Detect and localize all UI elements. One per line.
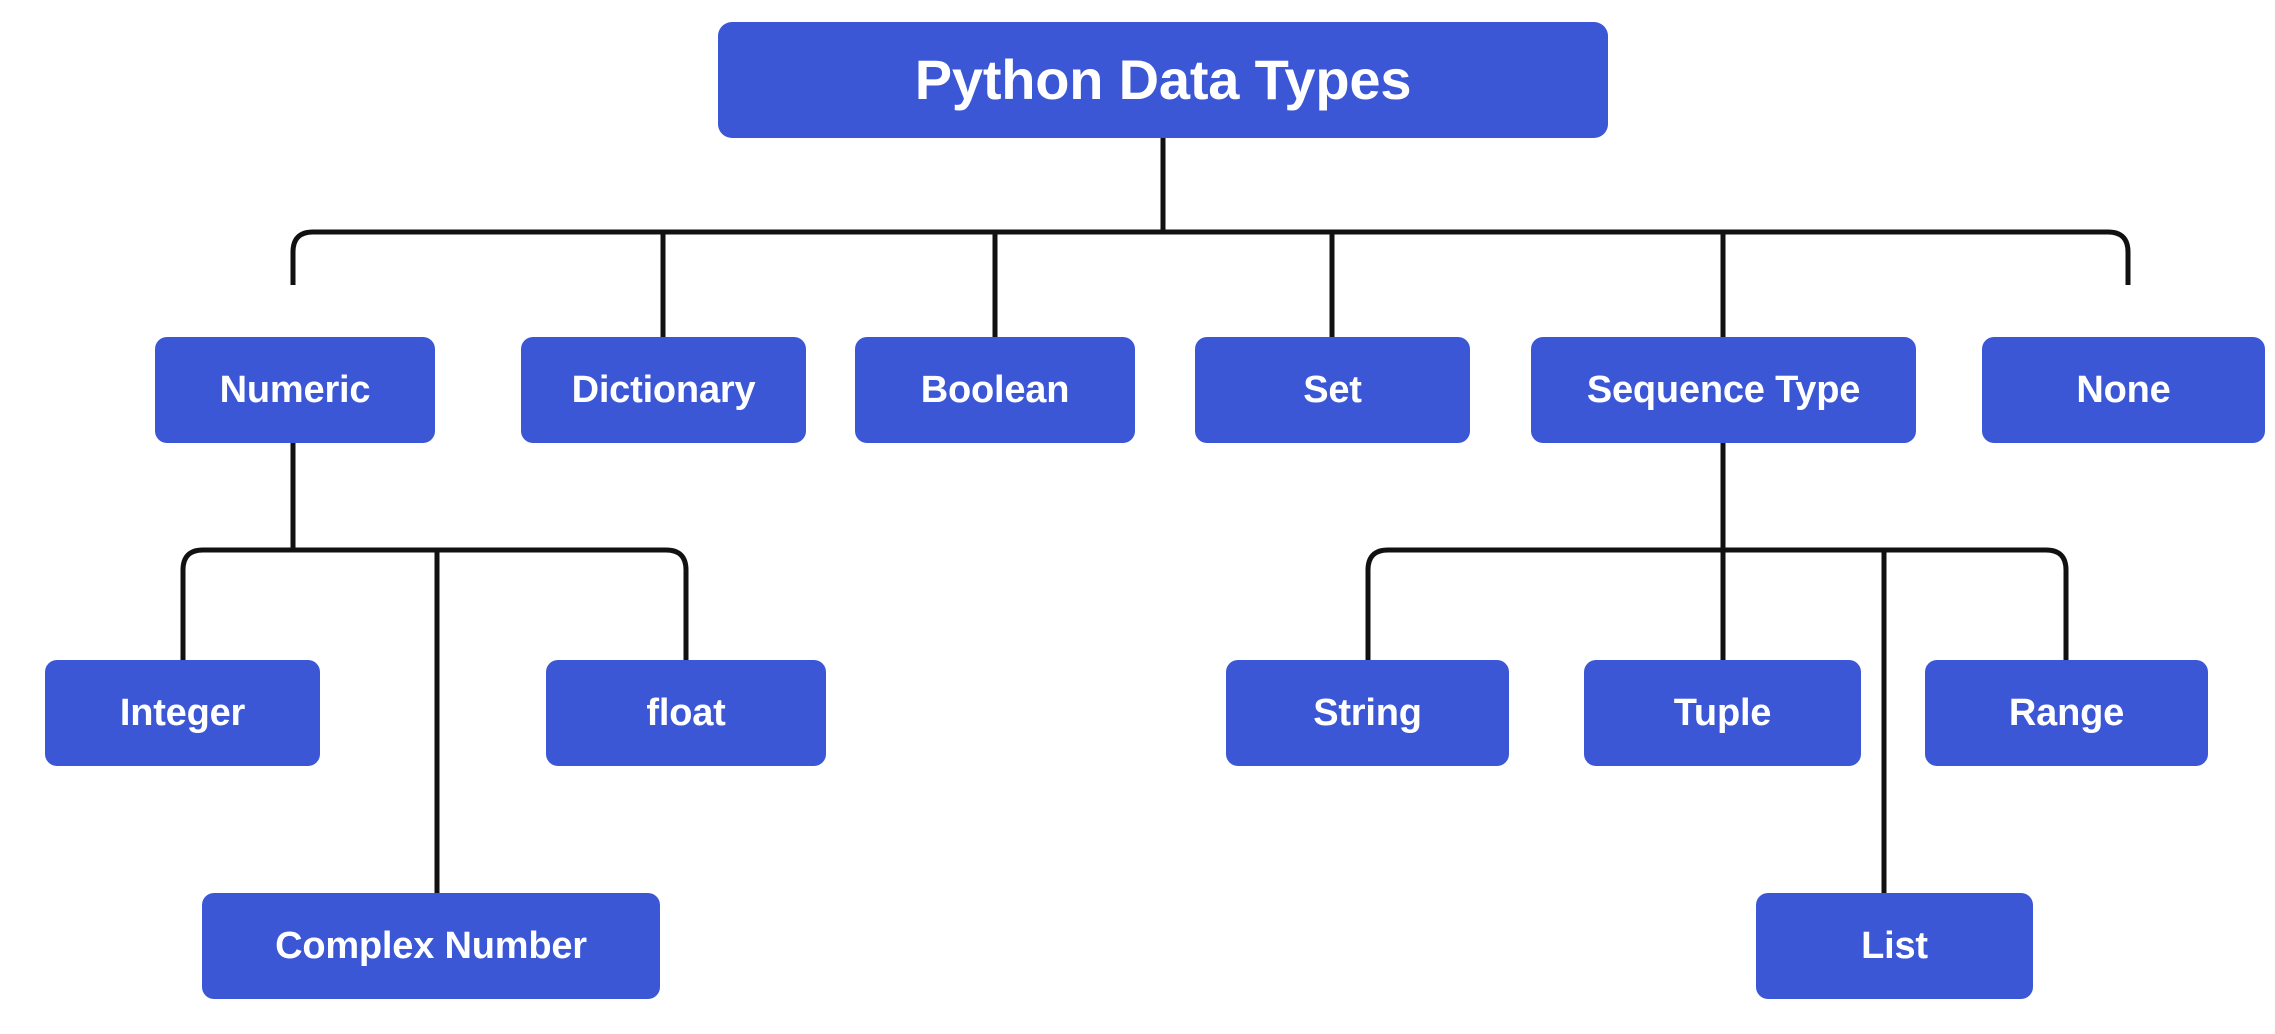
node-integer[interactable]: Integer bbox=[45, 660, 320, 766]
node-label: List bbox=[1861, 925, 1928, 967]
node-label: None bbox=[2076, 369, 2171, 411]
node-label: float bbox=[646, 692, 726, 734]
node-label: Complex Number bbox=[275, 925, 587, 967]
node-label: Dictionary bbox=[571, 369, 756, 411]
node-string[interactable]: String bbox=[1226, 660, 1509, 766]
node-label: Sequence Type bbox=[1586, 369, 1861, 411]
node-none[interactable]: None bbox=[1982, 337, 2265, 443]
edge-numeric-bus bbox=[180, 547, 689, 660]
edge-level1-bus bbox=[290, 229, 2131, 285]
node-complex-number[interactable]: Complex Number bbox=[202, 893, 660, 999]
node-python-data-types[interactable]: Python Data Types bbox=[718, 22, 1608, 138]
node-label: Tuple bbox=[1673, 692, 1772, 734]
node-list[interactable]: List bbox=[1756, 893, 2033, 999]
node-label: Boolean bbox=[920, 369, 1070, 411]
node-sequence-type[interactable]: Sequence Type bbox=[1531, 337, 1916, 443]
node-label: String bbox=[1313, 692, 1422, 734]
node-set[interactable]: Set bbox=[1195, 337, 1470, 443]
node-float[interactable]: float bbox=[546, 660, 826, 766]
node-label: Python Data Types bbox=[914, 48, 1412, 111]
node-label: Range bbox=[2008, 692, 2125, 734]
node-dictionary[interactable]: Dictionary bbox=[521, 337, 806, 443]
node-boolean[interactable]: Boolean bbox=[855, 337, 1135, 443]
node-label: Integer bbox=[119, 692, 246, 734]
node-tuple[interactable]: Tuple bbox=[1584, 660, 1861, 766]
node-numeric[interactable]: Numeric bbox=[155, 337, 435, 443]
node-label: Set bbox=[1303, 369, 1362, 411]
node-label: Numeric bbox=[219, 369, 371, 411]
node-range[interactable]: Range bbox=[1925, 660, 2208, 766]
edge-sequence-bus bbox=[1365, 547, 2069, 660]
